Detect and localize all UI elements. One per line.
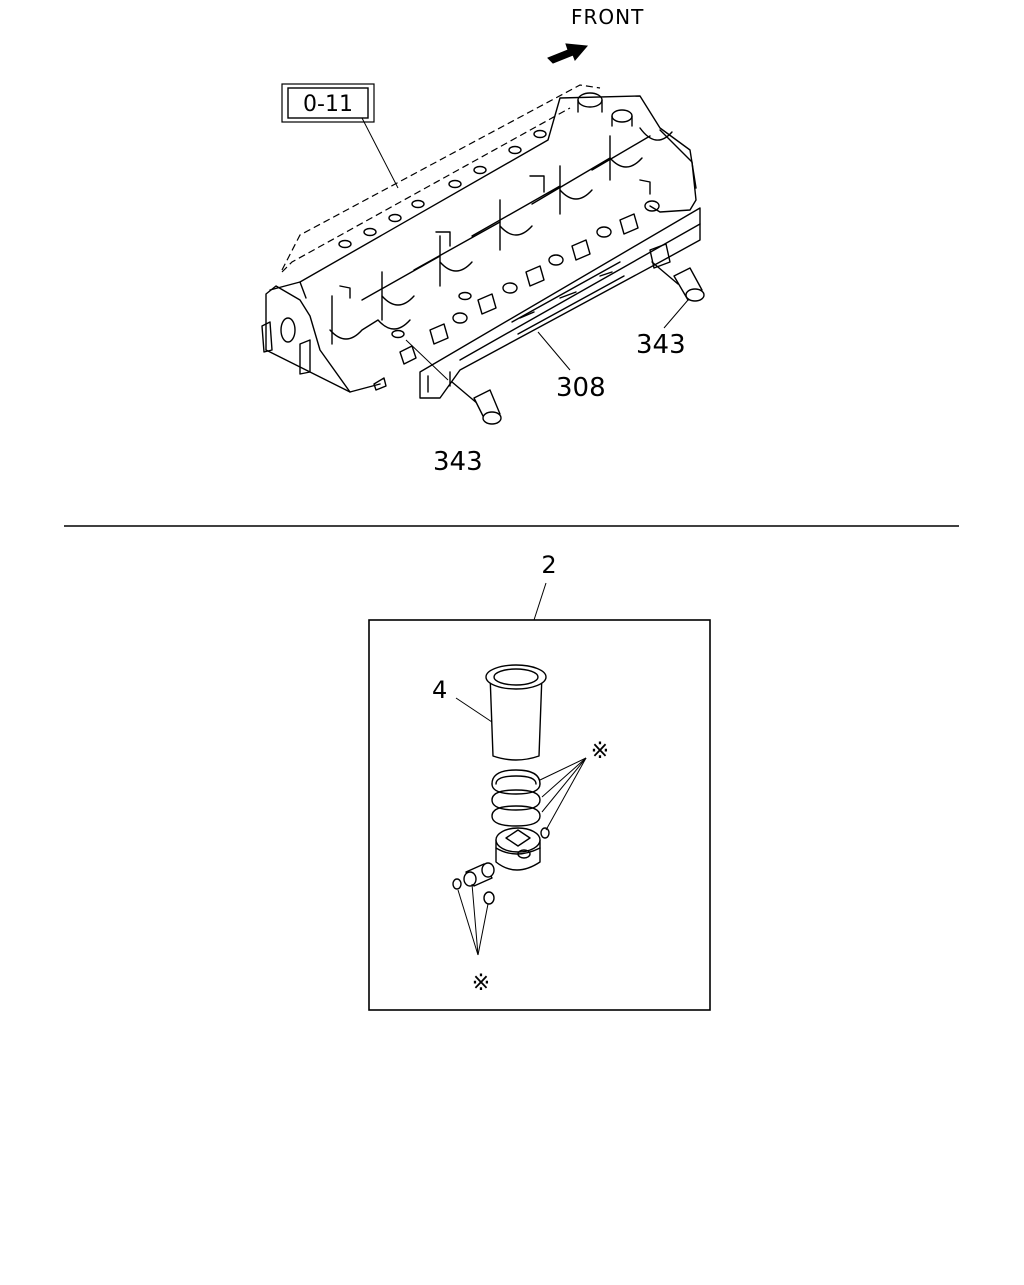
callout-343-right: 343 — [636, 330, 686, 360]
front-label: FRONT — [571, 5, 644, 29]
callout-308: 308 — [556, 373, 606, 403]
reference-box-label: 0-11 — [303, 92, 353, 117]
snap-ring-icon — [483, 891, 495, 905]
leader-308 — [537, 331, 571, 371]
piston-rings-icon — [491, 769, 541, 827]
snap-ring-icon — [540, 827, 550, 839]
piston-icon — [495, 827, 541, 871]
asterisk-lower: ※ — [472, 971, 490, 996]
cylinder-liner-icon — [485, 664, 547, 761]
leader-liner — [455, 697, 493, 723]
bolt-left-icon — [451, 381, 502, 425]
reference-box: 0-11 — [281, 83, 375, 123]
bolt-right-icon — [651, 261, 705, 302]
piston-pin-icon — [463, 862, 495, 887]
front-arrow-icon — [547, 43, 589, 64]
callout-liner: 4 — [432, 676, 447, 704]
snap-ring-icon — [452, 878, 462, 890]
asterisk-upper: ※ — [591, 739, 609, 764]
callout-kit: 2 — [541, 551, 556, 579]
callout-343-left: 343 — [433, 447, 483, 477]
kit-frame — [368, 619, 711, 1011]
reference-leader — [361, 117, 399, 189]
asterisk-lower-leaders — [457, 883, 489, 956]
leader-kit — [533, 582, 547, 621]
cylinder-head-illustration — [261, 84, 701, 399]
leader-343-right — [663, 299, 689, 329]
leader-343-left — [405, 339, 449, 381]
asterisk-upper-leaders — [539, 757, 587, 831]
